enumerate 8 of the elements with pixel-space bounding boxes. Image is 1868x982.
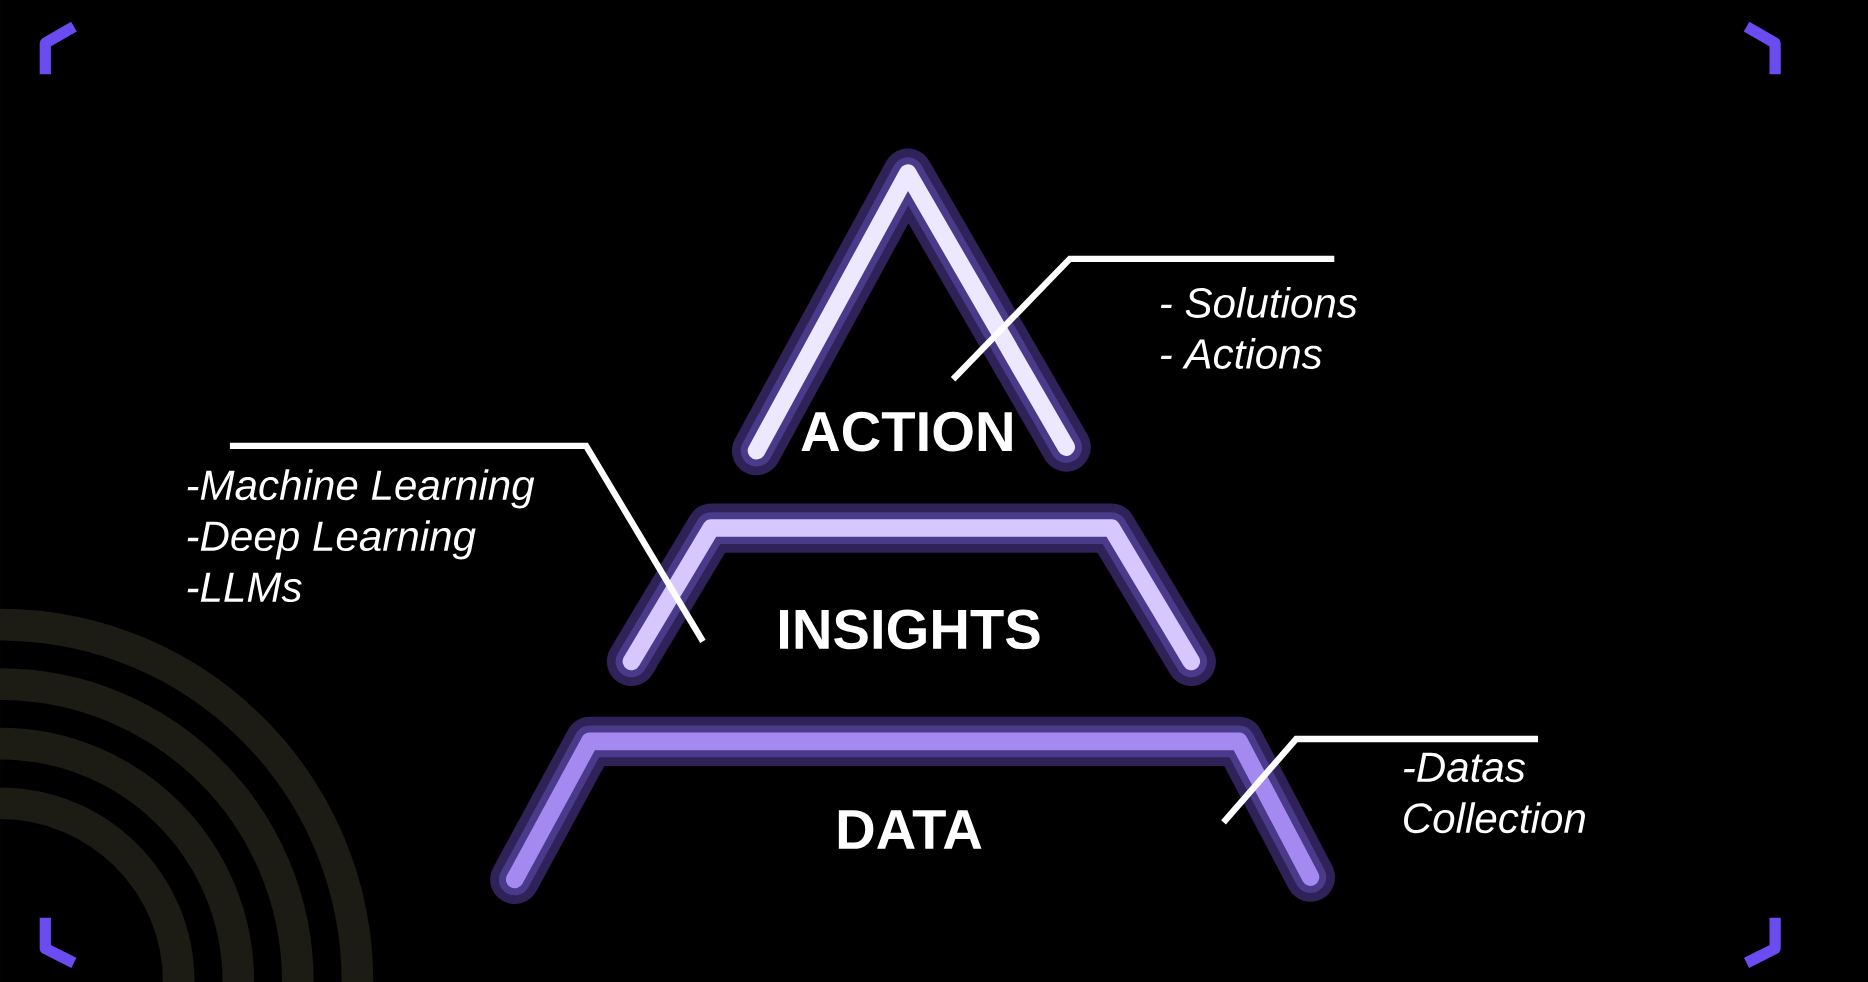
bullet-list: -Machine Learning -Deep Learning -LLMs (187, 469, 535, 603)
pyramid-tier: ACTION (731, 148, 1091, 476)
pyramid-tier: DATA (490, 716, 1336, 905)
pyramid-tier: INSIGHTS (606, 503, 1216, 687)
leader-line (229, 442, 706, 643)
bullet-list: -Datas Collection (1403, 752, 1585, 834)
bullet-list: - Solutions - Actions (1160, 287, 1358, 369)
leader-line (950, 255, 1335, 382)
